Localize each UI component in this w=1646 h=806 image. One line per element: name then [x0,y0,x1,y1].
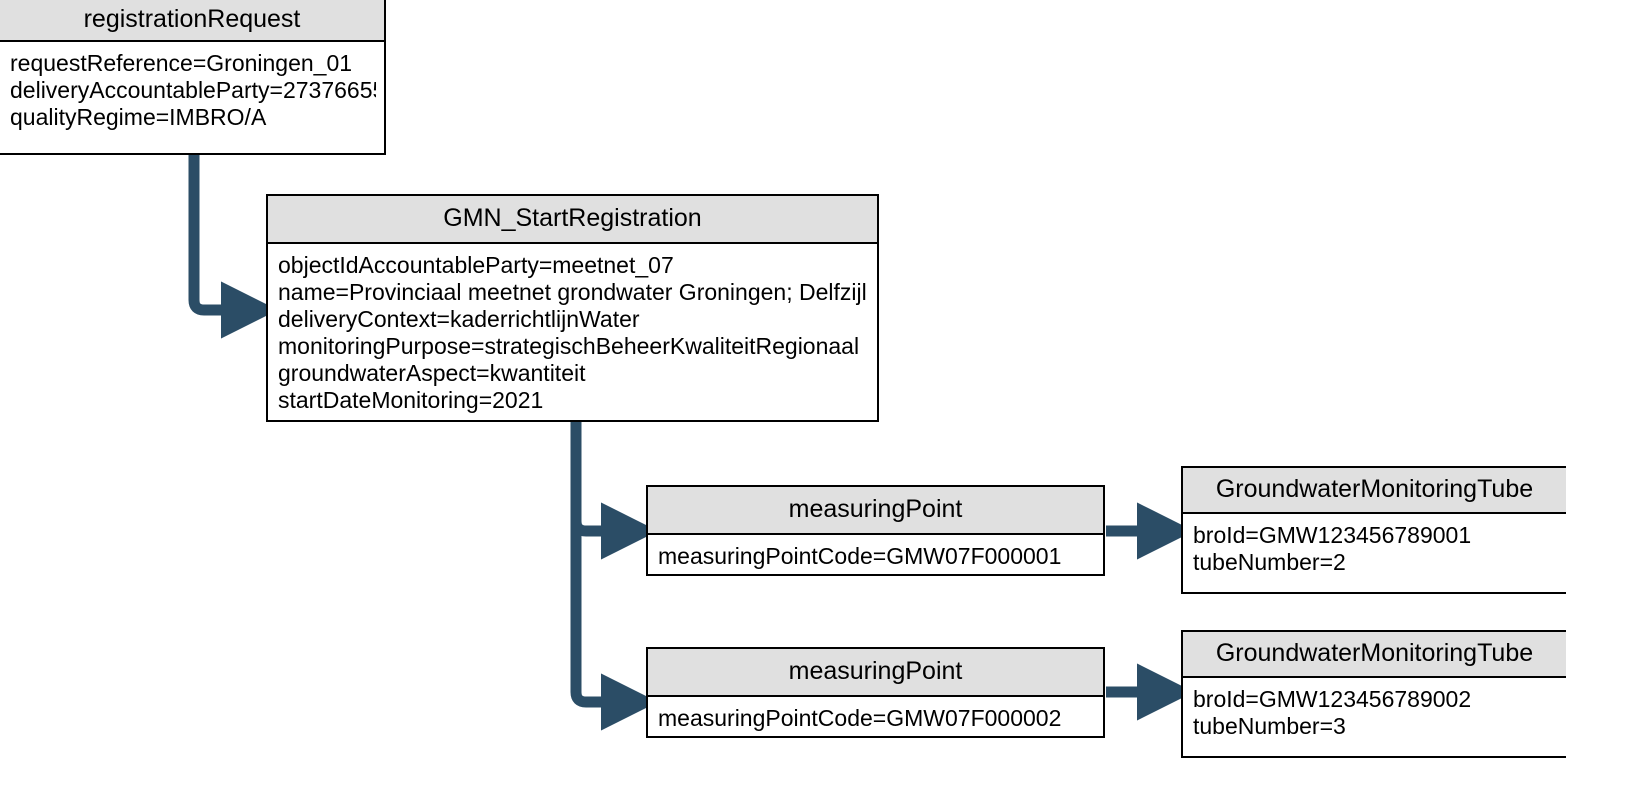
attribute-row: startDateMonitoring=2021 [278,387,544,413]
node-measuring-point-2[interactable]: measuringPoint measuringPointCode=GMW07F… [646,647,1105,738]
attribute-row: deliveryContext=kaderrichtlijnWater [278,306,640,332]
attribute-row: groundwaterAspect=kwantiteit [278,360,586,386]
node-title: GroundwaterMonitoringTube [1183,632,1566,678]
attribute-row: deliveryAccountableParty=27376655 [10,77,376,103]
node-attributes: broId=GMW123456789001 tubeNumber=2 [1183,514,1566,584]
attribute-row: requestReference=Groningen_01 [10,50,353,76]
node-gmn-start-registration[interactable]: GMN_StartRegistration objectIdAccountabl… [266,194,879,422]
node-attributes: measuringPointCode=GMW07F000002 [648,697,1103,736]
attribute-row: name=Provinciaal meetnet grondwater Gron… [278,279,867,305]
node-title: registrationRequest [0,0,384,42]
node-groundwater-monitoring-tube-2[interactable]: GroundwaterMonitoringTube broId=GMW12345… [1181,630,1566,758]
node-attributes: measuringPointCode=GMW07F000001 [648,535,1103,574]
attribute-row: monitoringPurpose=strategischBeheerKwali… [278,333,860,359]
connector-request-to-gmn [188,155,279,339]
node-attributes: requestReference=Groningen_01 deliveryAc… [0,42,384,139]
connector-gmn-to-measuringpoint-1 [570,422,659,560]
node-title: GMN_StartRegistration [268,196,877,244]
node-title: measuringPoint [648,649,1103,697]
attribute-row: tubeNumber=2 [1193,549,1346,575]
connector-gmn-to-measuringpoint-2 [570,422,659,731]
attribute-row: measuringPointCode=GMW07F000002 [658,705,1062,731]
attribute-row: tubeNumber=3 [1193,713,1346,739]
node-title: GroundwaterMonitoringTube [1183,468,1566,514]
node-title: measuringPoint [648,487,1103,535]
attribute-row: qualityRegime=IMBRO/A [10,104,267,130]
node-attributes: objectIdAccountableParty=meetnet_07 name… [268,244,877,420]
attribute-row: broId=GMW123456789002 [1193,686,1472,712]
attribute-row: measuringPointCode=GMW07F000001 [658,543,1062,569]
node-attributes: broId=GMW123456789002 tubeNumber=3 [1183,678,1566,748]
attribute-row: broId=GMW123456789001 [1193,522,1472,548]
node-measuring-point-1[interactable]: measuringPoint measuringPointCode=GMW07F… [646,485,1105,576]
attribute-row: objectIdAccountableParty=meetnet_07 [278,252,674,278]
node-groundwater-monitoring-tube-1[interactable]: GroundwaterMonitoringTube broId=GMW12345… [1181,466,1566,594]
node-registration-request[interactable]: registrationRequest requestReference=Gro… [0,0,386,155]
